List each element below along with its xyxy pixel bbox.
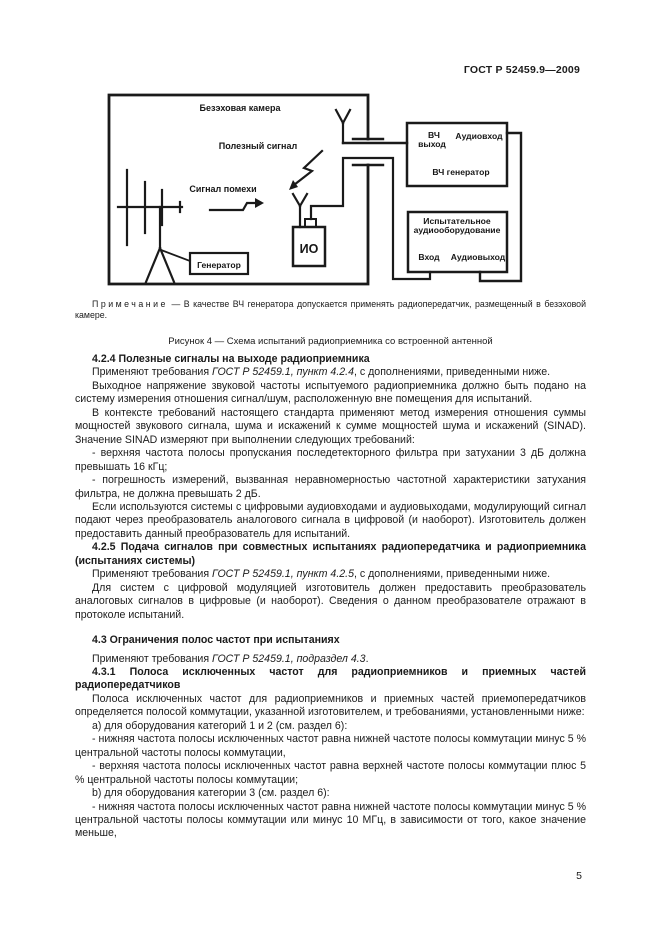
dut-label: ИО	[300, 242, 319, 256]
text-run: , с дополнениями, приведенными ниже.	[354, 568, 551, 581]
rf-generator-label: ВЧ генератор	[432, 167, 489, 177]
dut-antenna-icon	[291, 192, 309, 229]
dut-connector	[304, 218, 317, 228]
list-item: a) для оборудования категорий 1 и 2 (см.…	[92, 719, 348, 732]
list-item: - верхняя частота полосы исключенных час…	[75, 760, 586, 786]
paragraph: В контексте требований настоящего станда…	[75, 406, 586, 446]
heading-4-2-5: 4.2.5 Подача сигналов при совместных исп…	[75, 541, 586, 567]
paragraph-apply-4-2-5: Применяют требования ГОСТ Р 52459.1, пун…	[75, 568, 586, 581]
audio-cable	[478, 131, 523, 283]
list-item: - нижняя частота полосы исключенных част…	[75, 800, 586, 840]
test-audio-equipment-box	[406, 210, 509, 274]
note: Примечание — В качестве ВЧ генератора до…	[75, 299, 586, 320]
test-equipment-label-line2: аудиооборудование	[414, 225, 501, 235]
list-item: - погрешность измерений, вызванная нерав…	[75, 474, 586, 500]
generator-box	[188, 251, 250, 276]
tx-antenna-icon	[334, 108, 352, 145]
list-item: - верхняя частота полосы пропускания пос…	[75, 447, 586, 473]
note-label: Примечание	[92, 299, 168, 309]
page-number: 5	[576, 870, 582, 882]
paragraph: Для систем с цифровой модуляцией изготов…	[75, 581, 586, 621]
standard-number: ГОСТ Р 52459.9—2009	[463, 64, 580, 76]
audio-out-label: Аудиовыход	[451, 252, 506, 262]
audio-in-label: Аудиовход	[455, 131, 503, 141]
paragraph-apply-4-2-4: Применяют требования ГОСТ Р 52459.1, пун…	[75, 366, 586, 379]
generator-label: Генератор	[197, 260, 241, 270]
note-text: — В качестве ВЧ генератора допускается п…	[75, 299, 586, 320]
paragraph: Выходное напряжение звуковой частоты исп…	[75, 379, 586, 406]
heading-4-3: 4.3 Ограничения полос частот при испытан…	[92, 634, 340, 647]
standard-reference: ГОСТ Р 52459.1, подраздел 4.3	[212, 652, 366, 665]
rf-generator-box	[405, 121, 509, 188]
list-item: b) для оборудования категории 3 (см. раз…	[92, 787, 330, 800]
rf-out-label-line2: выход	[418, 139, 446, 149]
text-run: Применяют требования	[92, 652, 213, 665]
useful-signal-arrow	[289, 149, 324, 190]
chamber-outline	[107, 93, 370, 286]
figure-caption: Рисунок 4 — Схема испытаний радиоприемни…	[168, 336, 493, 347]
paragraph: Если используются системы с цифровыми ау…	[75, 500, 586, 540]
text-run: Применяют требования	[92, 568, 213, 581]
list-item: - нижняя частота полосы исключенных част…	[75, 733, 586, 759]
figure-4-diagram: Безэховая камера Полезный сигнал Сигнал …	[107, 93, 523, 286]
standard-reference: ГОСТ Р 52459.1, пункт 4.2.4	[212, 366, 354, 379]
body-text: 4.2.4 Полезные сигналы на выходе радиопр…	[75, 353, 586, 841]
paragraph-apply-4-3: Применяют требования ГОСТ Р 52459.1, под…	[75, 653, 586, 666]
paragraph: Полоса исключенных частот для радиоприем…	[75, 692, 586, 719]
input-label: Вход	[418, 252, 440, 262]
generator-pointer-line	[159, 248, 192, 263]
useful-signal-label: Полезный сигнал	[219, 141, 298, 151]
interference-signal-label: Сигнал помехи	[189, 184, 256, 194]
text-run: Применяют требования	[92, 366, 213, 379]
dut-cable	[309, 156, 432, 281]
interference-signal-arrow	[208, 198, 264, 212]
standard-reference: ГОСТ Р 52459.1, пункт 4.2.5	[212, 568, 354, 581]
text-run: , с дополнениями, приведенными ниже.	[354, 366, 551, 379]
heading-4-2-4: 4.2.4 Полезные сигналы на выходе радиопр…	[92, 353, 370, 365]
text-run: .	[365, 652, 369, 665]
heading-4-3-1: 4.3.1 Полоса исключенных частот для ради…	[75, 665, 586, 692]
test-equipment-label-line1: Испытательное	[423, 216, 491, 226]
rf-out-label-line1: ВЧ	[428, 130, 440, 140]
yagi-antenna-icon	[116, 168, 184, 284]
chamber-label: Безэховая камера	[200, 103, 282, 113]
